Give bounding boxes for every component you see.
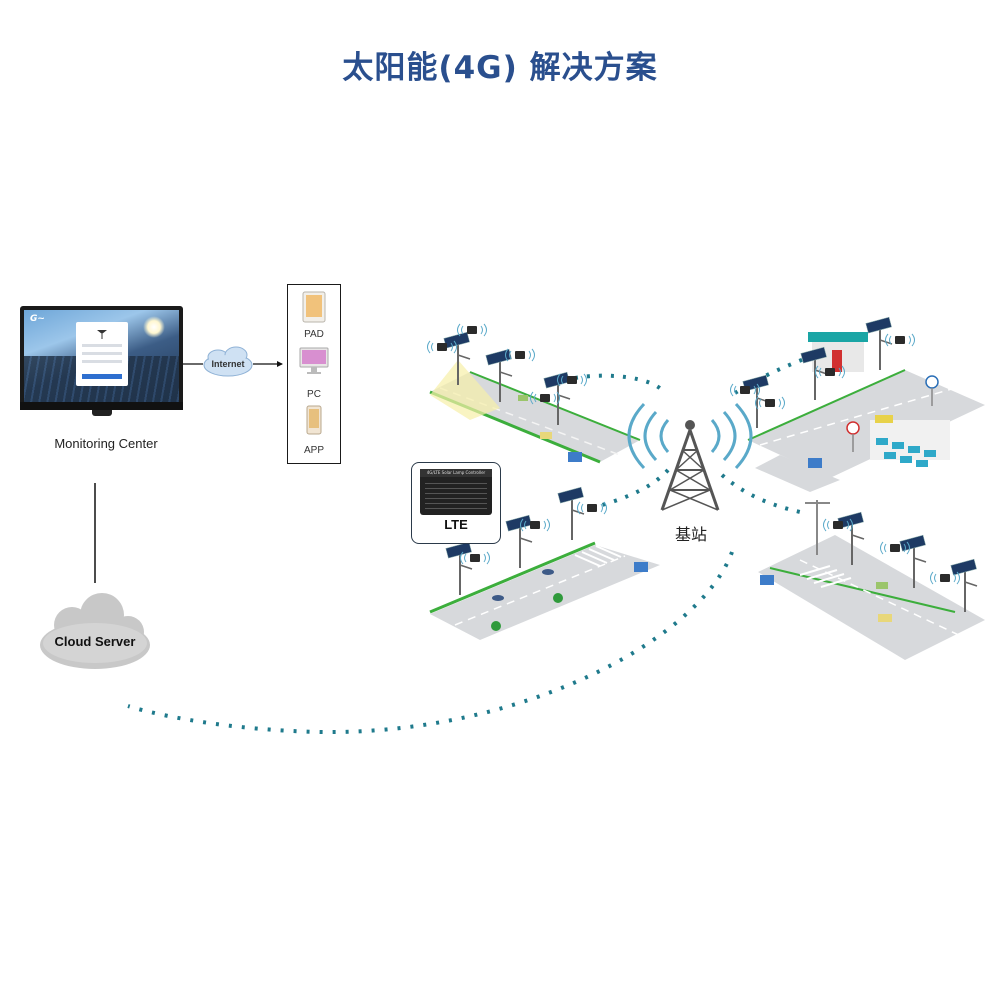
- client-devices-box: PAD PC APP: [287, 284, 341, 464]
- signal-arc-top-right: [733, 354, 813, 395]
- brand-logo-icon: G~: [30, 314, 45, 324]
- controller-header: 4G/LTE Solar Lamp Controller: [420, 469, 492, 477]
- district-bottom-left: [429, 486, 660, 640]
- tablet-icon: [288, 291, 340, 327]
- signal-arc-top-left: [574, 373, 664, 392]
- login-panel: [76, 322, 128, 386]
- monitoring-center-monitor: G~: [20, 306, 183, 416]
- device-label-pad: PAD: [304, 329, 324, 340]
- cloud-server-icon: [40, 593, 150, 669]
- controller-device-icon: 4G/LTE Solar Lamp Controller: [420, 469, 492, 515]
- desktop-pc-icon: [288, 347, 340, 379]
- signal-arc-bottom-left: [591, 468, 670, 510]
- smartphone-icon: [288, 405, 340, 439]
- page-title: 太阳能(4G) 解决方案: [342, 50, 658, 86]
- internet-cloud-icon: [203, 346, 253, 377]
- lte-controller-box: 4G/LTE Solar Lamp Controller LTE: [411, 462, 501, 544]
- lte-label: LTE: [444, 517, 468, 532]
- monitor-screen: G~: [24, 310, 179, 402]
- district-top-right: [730, 316, 985, 492]
- signal-arc-cloud: [127, 551, 734, 735]
- base-station-label: 基站: [674, 525, 707, 544]
- base-station-tower: [627, 402, 753, 511]
- lamp-logo-icon: [97, 330, 107, 339]
- device-label-pc: PC: [307, 389, 321, 400]
- cloud-server-label: Cloud Server: [54, 634, 136, 649]
- district-top-left: [427, 323, 641, 464]
- internet-label: Internet: [211, 359, 245, 369]
- device-label-app: APP: [303, 445, 324, 456]
- monitoring-center-label: Monitoring Center: [54, 436, 158, 451]
- district-bottom-right: [758, 500, 985, 660]
